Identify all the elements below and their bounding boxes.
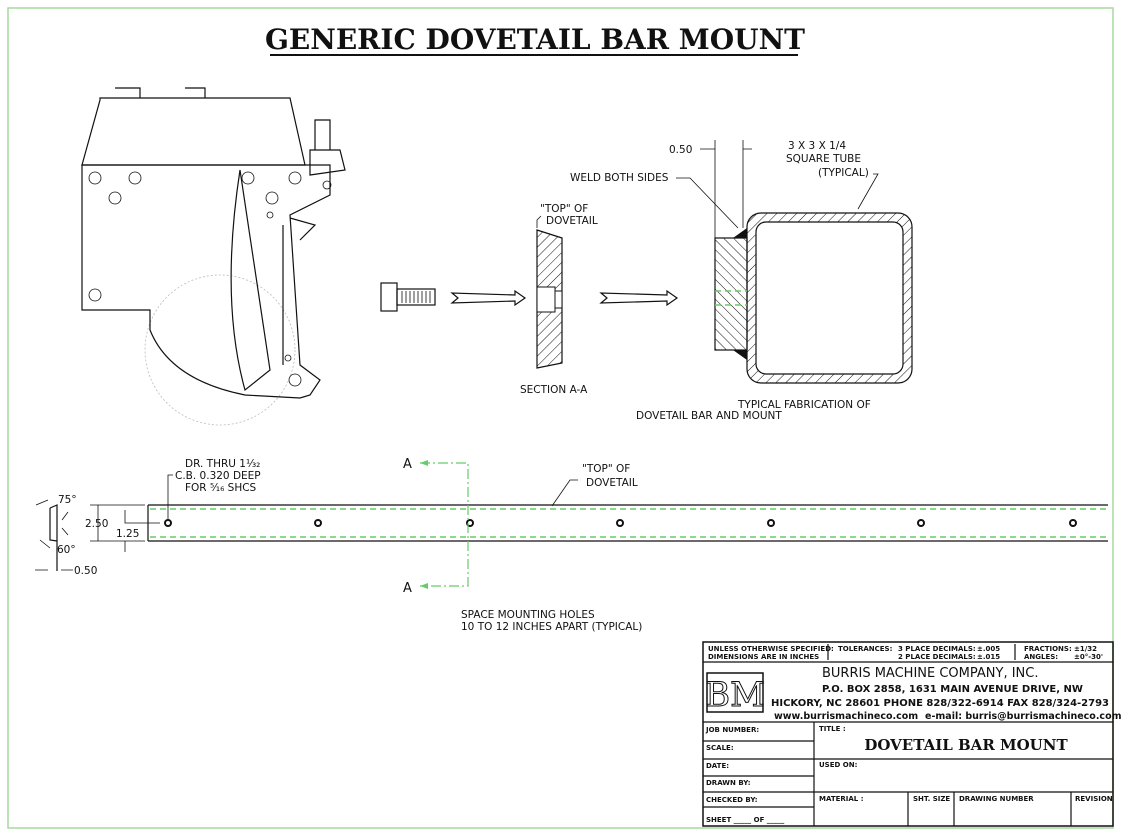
mounting-hole <box>616 519 624 527</box>
hole-note: DR. THRU 1¹⁄₃₂ <box>185 458 260 470</box>
drawn-by-field: DRAWN BY: <box>706 779 751 787</box>
arrow-icon <box>599 289 679 307</box>
top-of-dovetail-label: DOVETAIL <box>546 215 598 227</box>
top-of-dovetail-label: "TOP" OF <box>582 463 630 475</box>
hole-note: C.B. 0.320 DEEP <box>175 470 261 482</box>
job-number-field: JOB NUMBER: <box>705 726 759 734</box>
mount-assembly-drawing <box>81 87 346 426</box>
company-email: e-mail: burris@burrismachineco.com <box>925 711 1121 722</box>
shcs-bolt-drawing <box>380 282 436 312</box>
date-field: DATE: <box>706 762 729 770</box>
drawing-title: GENERIC DOVETAIL BAR MOUNT <box>265 23 805 56</box>
angles-value: ±0°-30' <box>1074 653 1103 661</box>
company-website: www.burrismachineco.com <box>774 711 918 722</box>
mounting-hole <box>314 519 322 527</box>
tube-fabrication-drawing: 0.50 3 X 3 X 1/4 SQUARE TUBE (TYPICAL) W… <box>570 140 913 422</box>
sheet-field: SHEET _____ OF _____ <box>706 816 785 824</box>
fractions-label: FRACTIONS: <box>1024 645 1072 653</box>
dimension-125-label: 1.25 <box>116 528 139 540</box>
top-of-dovetail-label: "TOP" OF <box>540 203 588 215</box>
angle-75-label: 75° <box>58 494 77 506</box>
top-of-dovetail-label: DOVETAIL <box>586 477 638 489</box>
used-on-field: USED ON: <box>819 761 858 769</box>
fabrication-label: DOVETAIL BAR AND MOUNT <box>636 410 782 422</box>
unless-specified-label: DIMENSIONS ARE IN INCHES <box>708 653 819 661</box>
section-marker-label: A <box>403 581 412 596</box>
checked-by-field: CHECKED BY: <box>706 796 758 804</box>
company-address: P.O. BOX 2858, 1631 MAIN AVENUE DRIVE, N… <box>822 684 1083 695</box>
section-a-a-drawing: "TOP" OF DOVETAIL SECTION A-A <box>520 203 598 396</box>
company-phone: HICKORY, NC 28601 PHONE 828/322-6914 FAX… <box>771 698 1109 709</box>
company-logo: BM <box>705 672 765 716</box>
tolerance-2-place: 2 PLACE DECIMALS: <box>898 653 976 661</box>
angles-label: ANGLES: <box>1024 653 1058 661</box>
unless-specified-label: UNLESS OTHERWISE SPECIFIED: <box>708 645 834 653</box>
angle-60-label: 60° <box>57 544 76 556</box>
dimension-250-label: 2.50 <box>85 518 108 530</box>
mounting-hole <box>767 519 775 527</box>
mounting-hole <box>1069 519 1077 527</box>
title-block: UNLESS OTHERWISE SPECIFIED: DIMENSIONS A… <box>702 641 1121 827</box>
svg-text:BM: BM <box>705 675 765 715</box>
dimension-050-profile-label: 0.50 <box>74 565 97 577</box>
mounting-hole <box>917 519 925 527</box>
section-marker-label: A <box>403 457 412 472</box>
hole-note: FOR ⁵⁄₁₆ SHCS <box>185 482 257 494</box>
fractions-value: ±1/32 <box>1074 645 1097 653</box>
square-tube-label: (TYPICAL) <box>818 167 869 179</box>
scale-field: SCALE: <box>706 744 734 752</box>
spacing-note: SPACE MOUNTING HOLES <box>461 609 595 621</box>
fabrication-label: TYPICAL FABRICATION OF <box>737 399 871 411</box>
wheel-outline <box>144 274 296 426</box>
section-cut-line <box>420 462 469 587</box>
tolerances-label: TOLERANCES: <box>838 645 893 653</box>
dimension-050-label: 0.50 <box>669 144 692 156</box>
weld-label: WELD BOTH SIDES <box>570 172 669 184</box>
dovetail-bar-drawing: DR. THRU 1¹⁄₃₂ C.B. 0.320 DEEP FOR ⁵⁄₁₆ … <box>35 457 1108 633</box>
sheet-border <box>7 7 1114 829</box>
title-field-label: TITLE : <box>819 725 846 733</box>
sheet-size-field: SHT. SIZE <box>913 795 950 803</box>
arrow-icon <box>450 289 527 307</box>
mounting-hole <box>164 519 172 527</box>
spacing-note: 10 TO 12 INCHES APART (TYPICAL) <box>461 621 642 633</box>
title-field-value: DOVETAIL BAR MOUNT <box>864 736 1068 754</box>
drawing-number-field: DRAWING NUMBER <box>959 795 1034 803</box>
tolerance-3-value: ±.005 <box>977 645 1000 653</box>
revision-field: REVISION <box>1075 795 1113 803</box>
section-a-a-label: SECTION A-A <box>520 384 588 396</box>
tolerance-3-place: 3 PLACE DECIMALS: <box>898 645 976 653</box>
company-name: BURRIS MACHINE COMPANY, INC. <box>822 666 1038 681</box>
square-tube-label: SQUARE TUBE <box>786 153 861 165</box>
material-field: MATERIAL : <box>819 795 864 803</box>
tolerance-2-value: ±.015 <box>977 653 1000 661</box>
square-tube-label: 3 X 3 X 1/4 <box>788 140 846 152</box>
